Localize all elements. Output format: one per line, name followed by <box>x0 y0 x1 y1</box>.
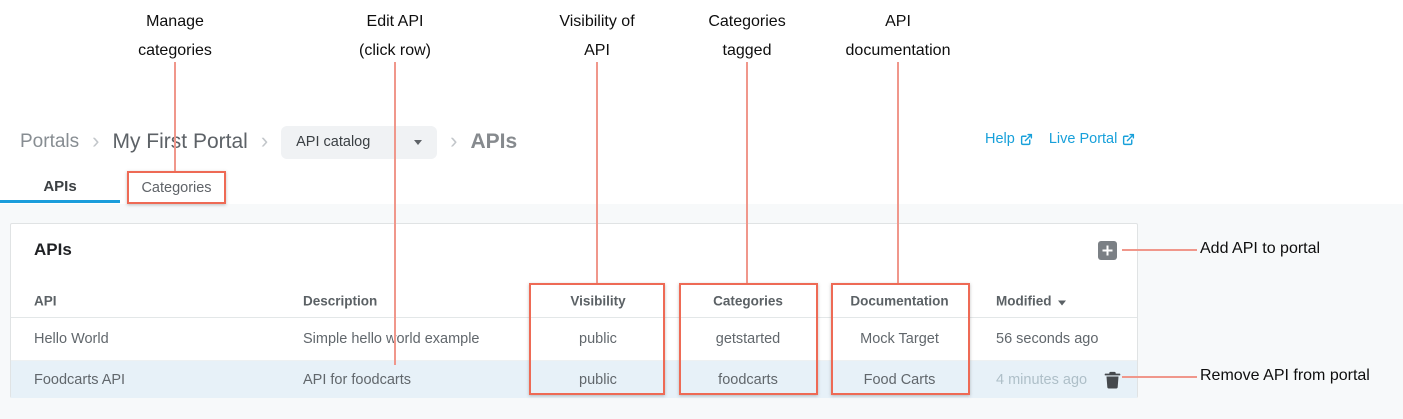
help-link-label: Help <box>985 131 1015 147</box>
cell-documentation: Mock Target <box>860 331 939 347</box>
chevron-right-icon: › <box>92 127 100 153</box>
annotation-line2: documentation <box>845 42 951 59</box>
callout-line-manage-categories <box>174 62 176 171</box>
catalog-dropdown[interactable]: API catalog <box>281 125 438 159</box>
column-header-documentation: Documentation <box>850 293 949 309</box>
help-link[interactable]: Help <box>985 131 1033 147</box>
annotation-add-api: Add API to portal <box>1200 240 1321 257</box>
callout-line-visibility <box>596 62 598 283</box>
cell-categories: foodcarts <box>718 371 778 388</box>
table-row-hello-world[interactable]: Hello World Simple hello world example p… <box>11 318 1137 361</box>
apis-panel: APIs API Description Visibility Categori… <box>10 223 1138 398</box>
annotation-line1: Categories <box>708 13 786 30</box>
panel-title: APIs <box>34 240 72 259</box>
tab-categories[interactable]: Categories <box>127 171 226 204</box>
annotation-remove-api: Remove API from portal <box>1200 367 1370 384</box>
annotation-line2: API <box>584 42 610 59</box>
annotation-line1: Visibility of <box>559 13 635 30</box>
table-header-row: API Description Visibility Categories Do… <box>11 285 1137 318</box>
annotation-categories-tagged: Categories tagged <box>637 7 857 65</box>
live-portal-link-label: Live Portal <box>1048 131 1118 147</box>
callout-line-edit-api <box>394 62 396 365</box>
column-header-visibility: Visibility <box>570 293 626 309</box>
breadcrumb-portal-name[interactable]: My First Portal <box>112 130 248 153</box>
live-portal-link[interactable]: Live Portal <box>1049 131 1136 147</box>
annotation-line1: Manage <box>146 13 204 30</box>
column-header-modified[interactable]: Modified <box>996 294 1066 309</box>
annotation-line2: tagged <box>722 42 772 59</box>
cell-modified: 4 minutes ago <box>996 371 1088 388</box>
column-header-description: Description <box>303 293 378 309</box>
cell-visibility: public <box>579 371 617 388</box>
breadcrumb-portals[interactable]: Portals <box>20 131 80 152</box>
cell-description: API for foodcarts <box>303 371 411 388</box>
cell-modified: 56 seconds ago <box>996 331 1099 347</box>
cell-api: Foodcarts API <box>34 371 126 388</box>
external-link-icon <box>1122 133 1135 146</box>
annotation-edit-api: Edit API (click row) <box>285 7 505 65</box>
annotation-visibility: Visibility of API <box>487 7 707 65</box>
tab-apis[interactable]: APIs <box>43 178 77 195</box>
callout-line-documentation <box>897 62 899 283</box>
chevron-right-icon: › <box>450 127 458 153</box>
caret-down-icon <box>1057 300 1066 306</box>
column-header-modified-label: Modified <box>996 293 1052 309</box>
breadcrumb: Portals › My First Portal › API catalog … <box>20 124 517 160</box>
caret-down-icon <box>414 139 423 145</box>
add-api-button[interactable] <box>1098 241 1117 260</box>
column-header-api: API <box>34 293 57 309</box>
plus-icon <box>1102 245 1113 256</box>
annotation-line2: categories <box>138 42 212 59</box>
callout-line-remove-api <box>1122 376 1197 378</box>
annotation-line1: Edit API <box>366 13 424 30</box>
cell-categories: getstarted <box>715 331 781 347</box>
cell-description: Simple hello world example <box>303 331 480 347</box>
annotation-line1: API <box>885 13 911 30</box>
breadcrumb-current-apis: APIs <box>470 130 518 153</box>
external-link-icon <box>1020 133 1033 146</box>
table-row-foodcarts[interactable]: Foodcarts API API for foodcarts public f… <box>11 361 1137 398</box>
callout-line-categories <box>746 62 748 283</box>
annotation-api-documentation: API documentation <box>788 7 1008 65</box>
chevron-right-icon: › <box>260 127 269 153</box>
callout-line-add-api <box>1122 249 1197 251</box>
cell-visibility: public <box>579 331 617 347</box>
cell-documentation: Food Carts <box>863 371 936 388</box>
catalog-dropdown-value: API catalog <box>296 134 371 150</box>
annotation-manage-categories: Manage categories <box>65 7 285 65</box>
cell-api: Hello World <box>34 331 109 347</box>
trash-icon <box>1104 371 1121 394</box>
annotation-line2: (click row) <box>359 42 431 59</box>
header-links: Help Live Portal <box>985 131 1135 147</box>
column-header-categories: Categories <box>713 293 783 309</box>
active-tab-underline <box>0 200 120 203</box>
remove-api-button[interactable] <box>1104 370 1121 390</box>
